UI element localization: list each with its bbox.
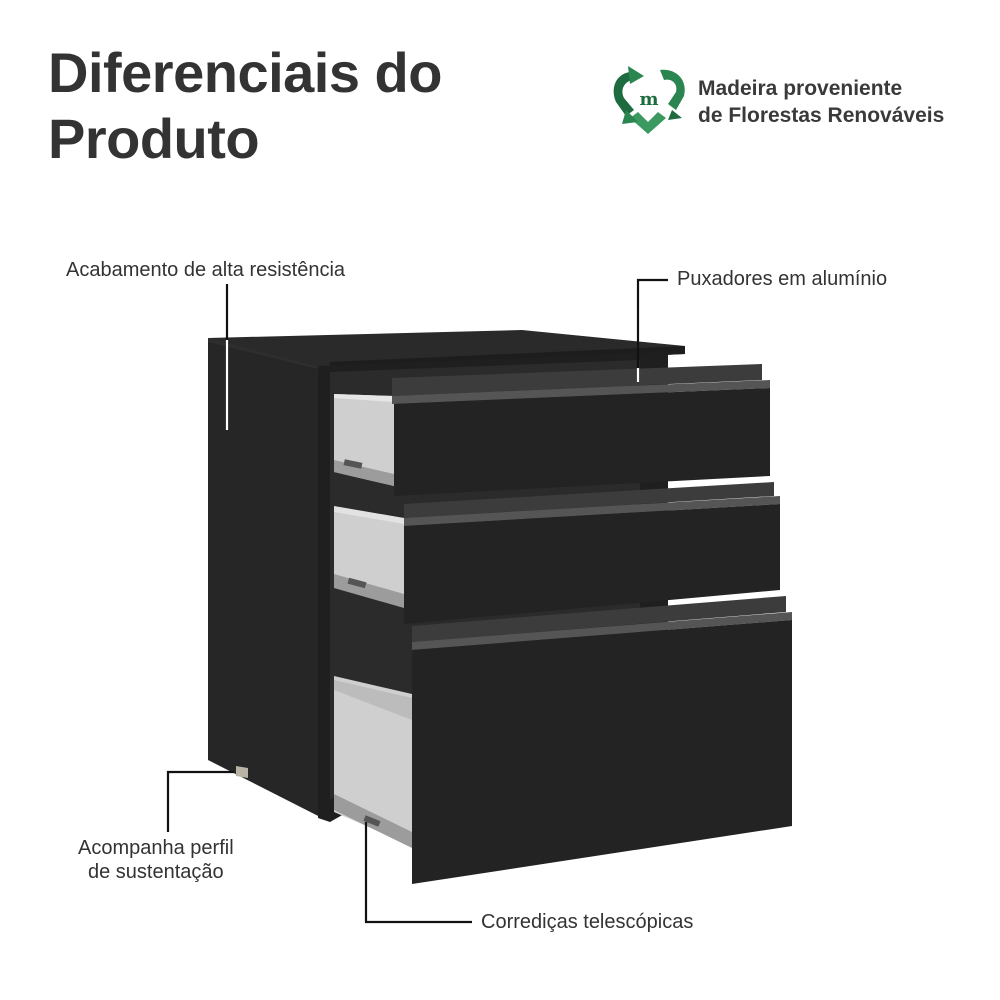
leader-lines [166,278,668,924]
cabinet-top [208,330,685,370]
drawer-front [394,388,770,496]
drawer-1 [334,364,770,496]
badge-line1: Madeira proveniente [698,77,903,100]
aluminium-handle [404,496,780,526]
leader-puxadores [636,278,668,382]
cabinet-side-panel [208,338,330,822]
page-title: Diferenciais do Produto [48,40,442,172]
callout-perfil-line2: de sustentação [88,861,224,883]
aluminium-handle [392,380,770,404]
recycle-heart-m-icon: m [613,66,685,134]
page-title-line2: Produto [48,107,260,170]
aluminium-handle [412,612,792,650]
svg-text:m: m [639,89,658,110]
leader-perfil [166,770,234,832]
drawer-3 [334,596,792,884]
badge-line2: de Florestas Renováveis [698,104,945,127]
leader-corredicas [364,822,472,924]
callout-puxadores: Puxadores em alumínio [677,268,888,290]
callout-acabamento: Acabamento de alta resistência [66,259,346,281]
callout-perfil-line1: Acompanha perfil [78,837,234,859]
drawer-2 [334,482,780,624]
support-foot [236,766,248,778]
callout-perfil: Acompanha perfil de sustentação [78,836,234,884]
drawer-front [412,620,792,884]
badge-text: Madeira proveniente de Florestas Renováv… [698,75,944,129]
callout-corredicas: Corrediças telescópicas [481,911,694,933]
page-title-line1: Diferenciais do [48,41,442,104]
drawer-front [404,504,780,624]
sustainability-badge: m Madeira proveniente de Florestas Renov… [608,66,944,138]
